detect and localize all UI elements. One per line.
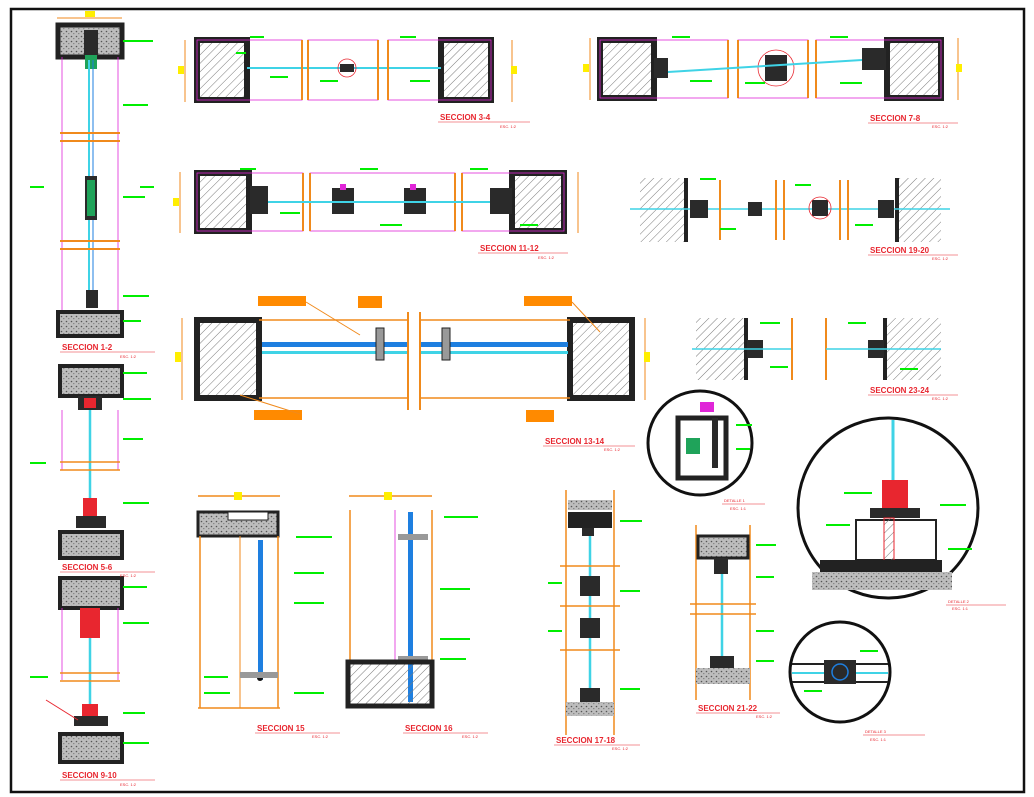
detail-1-drawing: [646, 389, 754, 497]
section-scale-text: ESC. 1:2: [462, 734, 479, 739]
section-13-14-drawing: [175, 296, 650, 422]
section-title-9-10: SECCION 9-10 ESC. 1:2: [60, 771, 155, 787]
section-scale-text: ESC. 1:2: [932, 396, 949, 401]
section-title-5-6: SECCION 5-6 ESC. 1:2: [60, 563, 155, 578]
section-scale-text: ESC. 1:2: [312, 734, 329, 739]
section-title-text: SECCION 15: [257, 724, 305, 733]
detail-scale-text: ESC. 1:1: [730, 506, 747, 511]
section-title-16: SECCION 16 ESC. 1:2: [403, 724, 488, 739]
section-1-2-drawing: [30, 11, 154, 338]
section-19-20-drawing: [630, 178, 950, 242]
section-title-text: SECCION 5-6: [62, 563, 113, 572]
section-title-3-4: SECCION 3-4 ESC. 1:2: [438, 113, 530, 129]
section-title-11-12: SECCION 11-12 ESC. 1:2: [478, 244, 568, 260]
section-15-drawing: [196, 492, 332, 709]
detail-scale-text: ESC. 1:1: [870, 737, 887, 742]
section-3-4-drawing: [178, 36, 517, 103]
section-title-text: SECCION 19-20: [870, 246, 930, 255]
detail-title-2: DETALLE 2 ESC. 1:1: [946, 599, 1006, 611]
sheet-border: [9, 7, 1026, 794]
section-title-text: SECCION 21-22: [698, 704, 758, 713]
section-scale-text: ESC. 1:2: [932, 256, 949, 261]
section-title-17-18: SECCION 17-18 ESC. 1:2: [554, 736, 640, 751]
section-title-15: SECCION 15 ESC. 1:2: [255, 724, 340, 739]
section-title-13-14: SECCION 13-14 ESC. 1:2: [543, 437, 635, 452]
section-16-drawing: [345, 492, 478, 709]
section-title-text: SECCION 16: [405, 724, 453, 733]
detail-title-text: DETALLE 2: [948, 599, 970, 604]
detail-title-1: DETALLE 1 ESC. 1:1: [722, 498, 765, 511]
section-scale-text: ESC. 1:2: [538, 255, 555, 260]
section-title-text: SECCION 7-8: [870, 114, 921, 123]
section-21-22-drawing: [690, 525, 776, 700]
section-scale-text: ESC. 1:2: [120, 782, 137, 787]
section-17-18-drawing: [548, 490, 642, 735]
section-scale-text: ESC. 1:2: [120, 354, 137, 359]
section-scale-text: ESC. 1:2: [500, 124, 517, 129]
section-title-21-22: SECCION 21-22 ESC. 1:2: [696, 704, 780, 719]
detail-title-3: DETALLE 3 ESC. 1:1: [863, 729, 925, 742]
section-scale-text: ESC. 1:2: [756, 714, 773, 719]
section-title-text: SECCION 1-2: [62, 343, 113, 352]
section-title-text: SECCION 3-4: [440, 113, 491, 122]
detail-scale-text: ESC. 1:1: [952, 606, 969, 611]
detail-title-text: DETALLE 3: [865, 729, 887, 734]
section-scale-text: ESC. 1:2: [612, 746, 629, 751]
section-title-text: SECCION 13-14: [545, 437, 605, 446]
section-23-24-drawing: [692, 318, 941, 380]
detail-3-drawing: [788, 620, 892, 724]
section-title-19-20: SECCION 19-20 ESC. 1:2: [868, 246, 958, 261]
section-title-1-2: SECCION 1-2 ESC. 1:2: [60, 343, 155, 359]
section-title-text: SECCION 17-18: [556, 736, 616, 745]
section-scale-text: ESC. 1:2: [604, 447, 621, 452]
section-9-10-drawing: [30, 576, 149, 764]
section-title-23-24: SECCION 23-24 ESC. 1:2: [868, 386, 958, 401]
section-5-6-drawing: [30, 364, 151, 560]
section-7-8-drawing: [583, 36, 962, 101]
section-title-text: SECCION 9-10: [62, 771, 117, 780]
section-title-text: SECCION 11-12: [480, 244, 539, 253]
section-scale-text: ESC. 1:2: [932, 124, 949, 129]
detail-title-text: DETALLE 1: [724, 498, 746, 503]
detail-2-drawing: [796, 416, 980, 600]
section-title-text: SECCION 23-24: [870, 386, 930, 395]
section-scale-text: ESC. 1:2: [120, 573, 137, 578]
section-title-7-8: SECCION 7-8 ESC. 1:2: [868, 114, 958, 129]
section-11-12-drawing: [173, 168, 579, 234]
